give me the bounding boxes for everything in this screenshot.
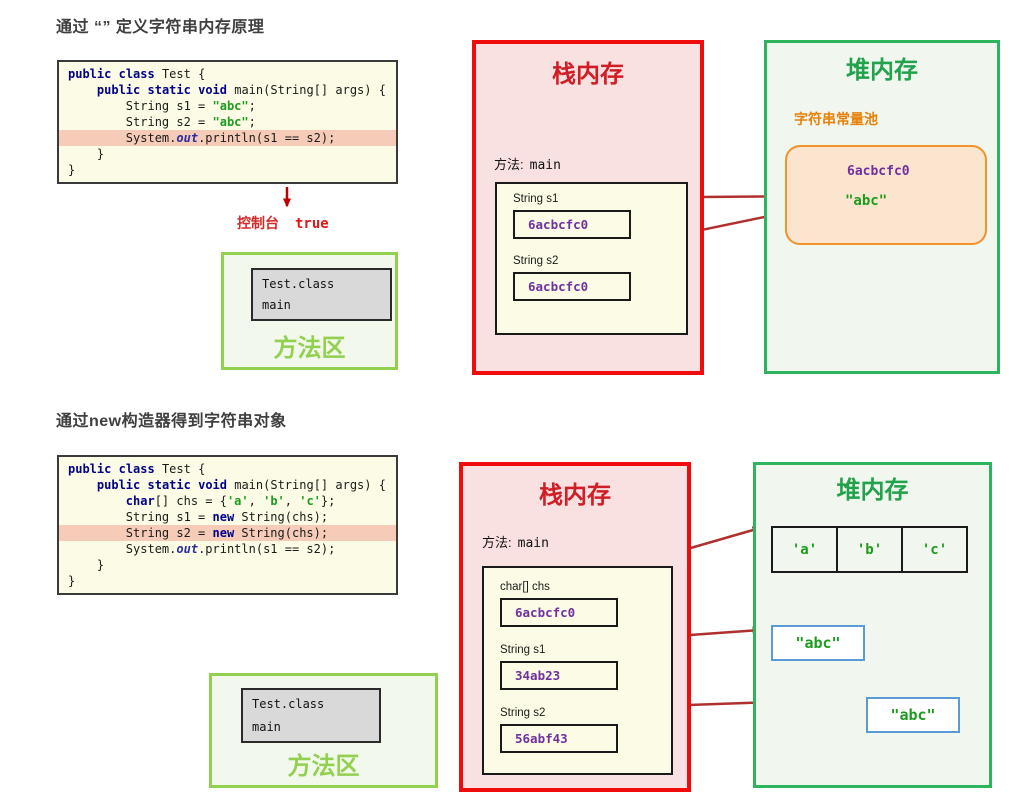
section2-method-area: Test.class main 方法区	[209, 673, 438, 788]
stack-var-label: String s1	[513, 193, 559, 205]
stack-var-label: String s1	[500, 644, 546, 656]
method-prefix: 方法:	[494, 157, 524, 172]
section2-code-box: public class Test { public static void m…	[57, 455, 398, 595]
class-file-name: Test.class	[262, 277, 335, 291]
string-constant-pool-box: 6acbcfc0 "abc"	[785, 145, 987, 245]
section2-heap-box: 堆内存 'a''b''c' "abc" "abc"	[753, 462, 992, 788]
code-line-highlighted: String s2 = new String(chs);	[59, 525, 396, 541]
code-line: String s1 = new String(chs);	[68, 510, 329, 524]
char-array-cell: 'b'	[836, 526, 903, 573]
heap-title: 堆内存	[836, 477, 909, 504]
string-object-2: "abc"	[866, 697, 960, 733]
code-line: }	[68, 163, 76, 177]
heap-title: 堆内存	[846, 57, 918, 84]
class-method-name: main	[252, 720, 281, 734]
stack-var-address-box: 34ab23	[500, 661, 618, 690]
method-name: main	[529, 158, 561, 173]
string-object-1: "abc"	[771, 625, 865, 661]
method-area-label: 方法区	[287, 753, 360, 780]
section1-code-box: public class Test { public static void m…	[57, 60, 398, 184]
code-line: public static void main(String[] args) {	[96, 83, 386, 97]
code-line: public class Test {	[68, 462, 206, 476]
char-array-cell: 'c'	[901, 526, 968, 573]
code-line: public class Test {	[68, 67, 206, 81]
class-file-name: Test.class	[252, 697, 325, 711]
code-line: }	[68, 574, 76, 588]
console-result: 控制台 true	[237, 213, 329, 233]
char-array-cell: 'a'	[771, 526, 838, 573]
pool-address: 6acbcfc0	[847, 164, 910, 179]
stack-title: 栈内存	[552, 61, 624, 88]
section1-method-area: Test.class main 方法区	[221, 252, 398, 370]
stack-method-row: 方法: main	[494, 154, 561, 173]
code-line: System.out.println(s1 == s2);	[68, 542, 336, 556]
stack-method-row: 方法: main	[482, 532, 549, 551]
method-area-label: 方法区	[273, 335, 346, 362]
section1-heap-box: 堆内存 字符串常量池 6acbcfc0 "abc"	[764, 40, 1000, 374]
code-line: public static void main(String[] args) {	[96, 478, 386, 492]
code-line: String s2 = "abc";	[68, 115, 256, 129]
stack-var-address-box: 56abf43	[500, 724, 618, 753]
pool-string-value: "abc"	[845, 193, 888, 209]
stack-var-label: char[] chs	[500, 581, 550, 593]
console-label: 控制台	[237, 215, 279, 231]
char-array: 'a''b''c'	[771, 526, 968, 573]
stack-var-address-box: 6acbcfc0	[513, 210, 631, 239]
stack-title: 栈内存	[539, 482, 611, 509]
stack-var-address-box: 6acbcfc0	[500, 598, 618, 627]
console-value: true	[295, 216, 329, 232]
section2-title: 通过new构造器得到字符串对象	[56, 413, 287, 430]
class-method-name: main	[262, 298, 291, 312]
method-name: main	[517, 536, 549, 551]
code-line: }	[68, 558, 105, 572]
code-line: String s1 = "abc";	[68, 99, 256, 113]
stack-var-label: String s2	[500, 707, 546, 719]
section1-class-box: Test.class main	[251, 268, 392, 321]
section1-title: 通过 “” 定义字符串内存原理	[56, 19, 265, 36]
method-prefix: 方法:	[482, 535, 512, 550]
code-line-highlighted: System.out.println(s1 == s2);	[59, 130, 396, 146]
stack-var-label: String s2	[513, 255, 559, 267]
stack-var-address-box: 6acbcfc0	[513, 272, 631, 301]
code-line: char[] chs = {'a', 'b', 'c'};	[125, 494, 336, 508]
code-line: }	[68, 147, 105, 161]
string-constant-pool-label: 字符串常量池	[794, 111, 878, 127]
section2-class-box: Test.class main	[241, 688, 381, 743]
